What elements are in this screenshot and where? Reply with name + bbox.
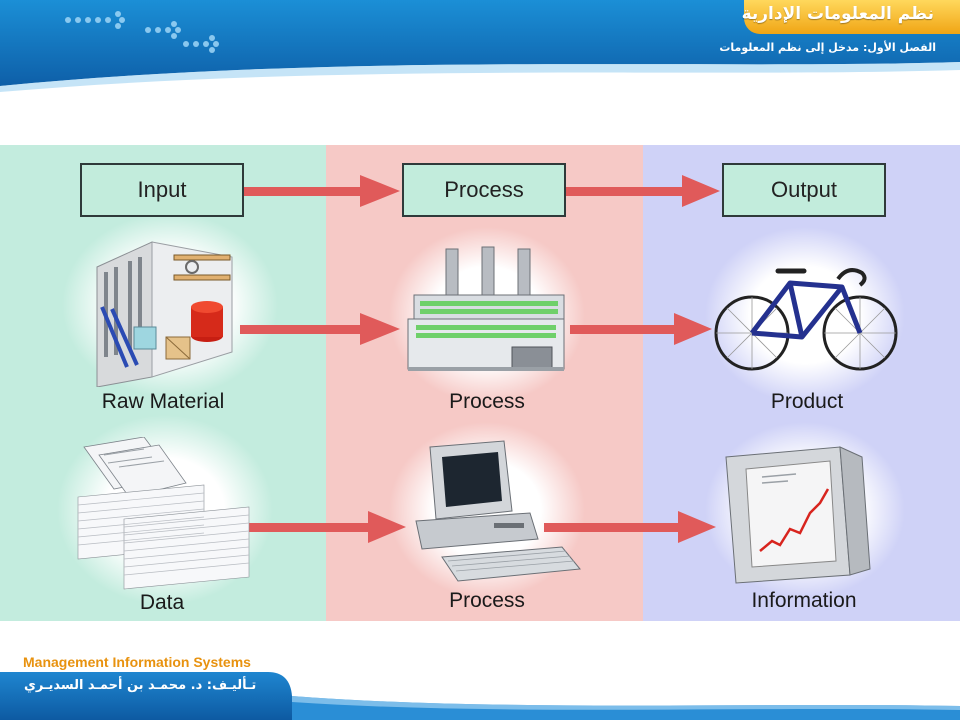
process-box: Process [402, 163, 566, 217]
course-name: Management Information Systems [23, 654, 251, 670]
data-label: Data [139, 591, 185, 614]
title-tab [744, 0, 960, 34]
computer-icon [415, 440, 581, 582]
raw-material-label: Raw Material [101, 390, 225, 413]
header-banner [0, 0, 960, 92]
bicycle-icon [714, 268, 898, 371]
paper-stack-icon [77, 437, 250, 590]
dotted-arrow-icon [65, 11, 219, 53]
flow-arrows [240, 175, 720, 543]
author-name: تـأليـف: د. محمـد بن أحمـد السديـري [24, 678, 257, 693]
slide-title: نظم المعلومات الإدارية [741, 4, 934, 24]
process-label-1: Process [449, 390, 525, 413]
ipo-diagram: Input Process Output [0, 145, 960, 621]
information-label: Information [751, 589, 857, 612]
factory-icon [407, 246, 565, 371]
warehouse-icon [96, 241, 233, 387]
slide-subtitle: الفصل الأول: مدخل إلى نظم المعلومات [719, 41, 936, 54]
input-box: Input [80, 163, 244, 217]
chart-monitor-icon [725, 446, 871, 584]
product-label: Product [770, 390, 844, 413]
slide-header: نظم المعلومات الإدارية الفصل الأول: مدخل… [0, 0, 960, 92]
arrow-right-icon [240, 175, 720, 543]
process-label-2: Process [449, 589, 525, 612]
footer-banner [0, 672, 960, 720]
output-box: Output [722, 163, 886, 217]
